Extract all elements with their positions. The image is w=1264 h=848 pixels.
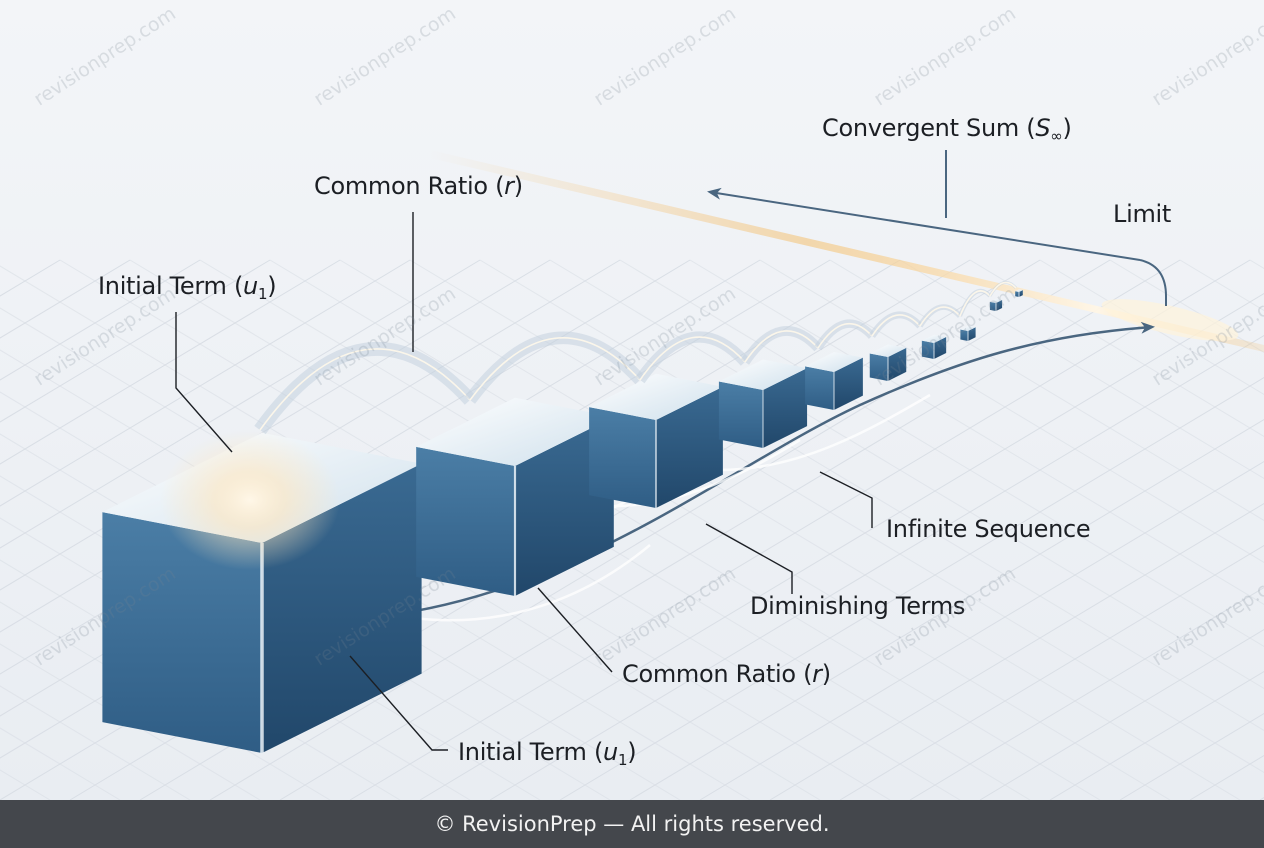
leader-diminishing [705,523,793,594]
leader-initial-top [175,312,233,453]
cube-term-7 [921,334,947,359]
cube-sequence [102,289,1023,753]
cube-term-3 [589,373,723,508]
label-initial-term-top: Initial Term (u1) [98,272,277,303]
label-initial-term-bottom: Initial Term (u1) [458,738,637,769]
light-beam [430,150,1264,352]
label-infinite-sequence: Infinite Sequence [886,515,1091,543]
geometric-sequence-diagram [0,0,1264,801]
convergent-sum-bracket [707,150,1167,306]
label-convergent-sum: Convergent Sum (S∞) [822,114,1072,145]
cube-term-6 [869,344,907,381]
label-common-ratio-bottom: Common Ratio (r) [622,660,831,688]
cube-term-5 [805,352,863,410]
leader-lines [175,212,873,751]
cube-term-8 [960,325,976,341]
label-limit: Limit [1113,200,1171,228]
leader-ratio-bottom [537,587,613,673]
leader-infinite [819,471,873,528]
ratio-arcs [254,280,1018,435]
leader-initial-bottom [349,655,448,751]
label-common-ratio-top: Common Ratio (r) [314,172,523,200]
cube-term-9 [989,298,1003,311]
cube-term-2 [416,397,614,596]
cube-glow [160,430,340,570]
diagram-canvas: Initial Term (u1) Common Ratio (r) Conve… [0,0,1264,801]
cube-term-10 [1015,289,1023,297]
label-diminishing-terms: Diminishing Terms [750,592,966,620]
footer-copyright: © RevisionPrep — All rights reserved. [434,812,830,836]
footer-bar: © RevisionPrep — All rights reserved. [0,800,1264,848]
cube-term-4 [718,359,808,448]
